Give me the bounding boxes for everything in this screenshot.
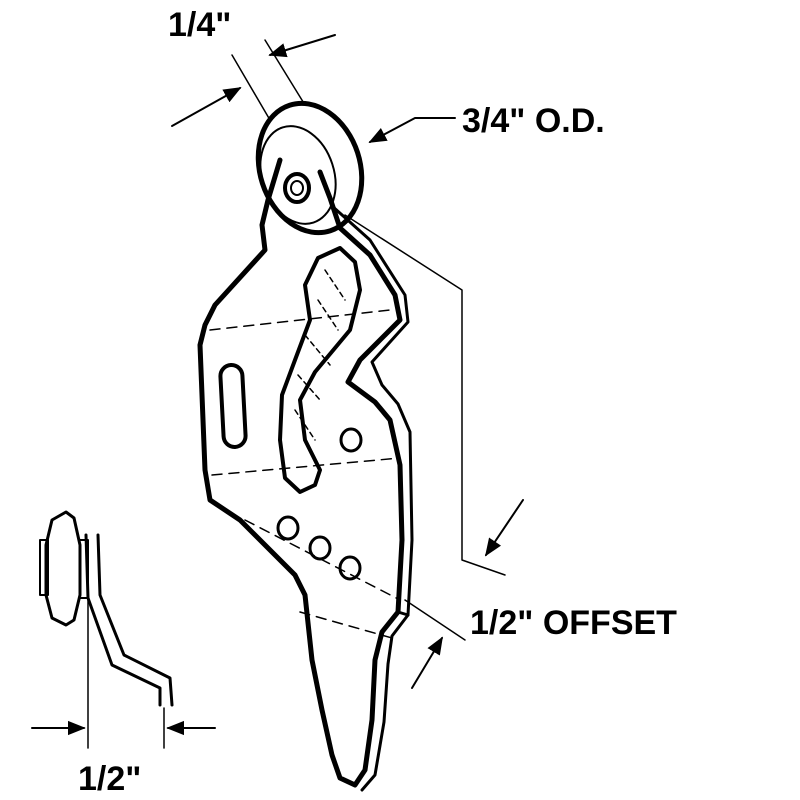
side-profile-view: 1/2" <box>31 510 216 798</box>
offset-label: 1/2" OFFSET <box>470 604 677 642</box>
hole <box>339 427 363 453</box>
side-bracket <box>84 533 162 707</box>
bend-hatch <box>294 269 346 441</box>
dimension-wheel-od: 3/4" O.D. <box>368 102 605 143</box>
dimension-offset: 1/2" OFFSET <box>344 214 677 689</box>
bracket-plate <box>197 157 405 788</box>
elongated-slot <box>218 363 248 449</box>
wheel-width-label: 1/4" <box>168 6 231 44</box>
fold-line <box>209 309 401 639</box>
bracket-illustration <box>197 100 414 792</box>
wheel-od-label: 3/4" O.D. <box>462 102 605 140</box>
bend-slot <box>278 246 362 494</box>
side-roller <box>44 510 82 627</box>
plate-edge <box>330 204 414 617</box>
roller-wheel <box>255 100 365 236</box>
side-offset-label: 1/2" <box>78 760 141 798</box>
hole <box>338 555 362 581</box>
plate-edge-lower <box>360 610 410 792</box>
hole <box>276 515 300 541</box>
dimension-wheel-width: 1/4" <box>168 6 336 127</box>
